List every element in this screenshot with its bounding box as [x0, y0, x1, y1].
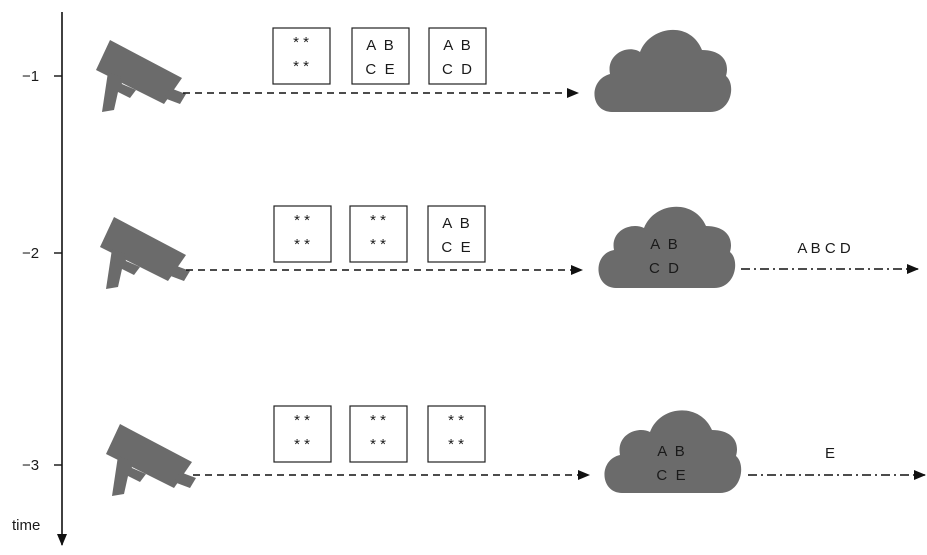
packet-box: [273, 405, 332, 463]
packet-line-2: * *: [294, 236, 310, 253]
time-axis-label: time: [12, 517, 40, 534]
cloud-icon: [598, 206, 736, 288]
packet-box: [349, 205, 408, 263]
packet-line-2: * *: [294, 436, 310, 453]
packet-line-2: C E: [365, 61, 394, 78]
row-time-2: −2 * * * * * * * * A B C E A B C D A B C…: [22, 205, 919, 289]
tick-label: −2: [22, 245, 39, 262]
packet-box: [427, 405, 486, 463]
packet-line-2: * *: [448, 436, 464, 453]
packet-box: [272, 27, 331, 85]
packet-line-1: * *: [370, 412, 386, 429]
cloud-icon: [604, 410, 742, 493]
packet-line-1: * *: [293, 34, 309, 51]
output-text: E: [825, 445, 835, 462]
cloud-line-1: A B: [657, 443, 685, 460]
cloud-line-2: C E: [656, 467, 685, 484]
output-text: A B C D: [797, 240, 851, 257]
packet-line-1: * *: [370, 212, 386, 229]
packet-line-1: A B: [443, 37, 471, 54]
cloud-line-2: C D: [649, 260, 679, 277]
packet-line-1: * *: [448, 412, 464, 429]
security-camera-icon: [100, 217, 190, 289]
packet-box: [273, 205, 332, 263]
packet-line-2: C D: [442, 61, 472, 78]
packet-box: [428, 27, 487, 85]
packet-line-1: * *: [294, 412, 310, 429]
packet-line-2: * *: [370, 236, 386, 253]
tick-label: −1: [22, 68, 39, 85]
packet-box: [349, 405, 408, 463]
packet-line-1: * *: [294, 212, 310, 229]
security-camera-icon: [106, 424, 196, 496]
packet-box: [427, 205, 486, 263]
row-time-3: −3 * * * * * * * * * * * * A B C E E: [22, 405, 926, 496]
security-camera-icon: [96, 40, 186, 112]
tick-label: −3: [22, 457, 39, 474]
packet-line-2: * *: [370, 436, 386, 453]
packet-line-1: A B: [366, 37, 394, 54]
cloud-line-1: A B: [650, 236, 678, 253]
row-time-1: −1 * * * * A B C E A B C D: [22, 27, 732, 113]
packet-line-2: C E: [441, 239, 470, 256]
packet-box: [351, 27, 410, 85]
packet-line-2: * *: [293, 58, 309, 75]
cloud-icon: [594, 29, 732, 113]
packet-line-1: A B: [442, 215, 470, 232]
